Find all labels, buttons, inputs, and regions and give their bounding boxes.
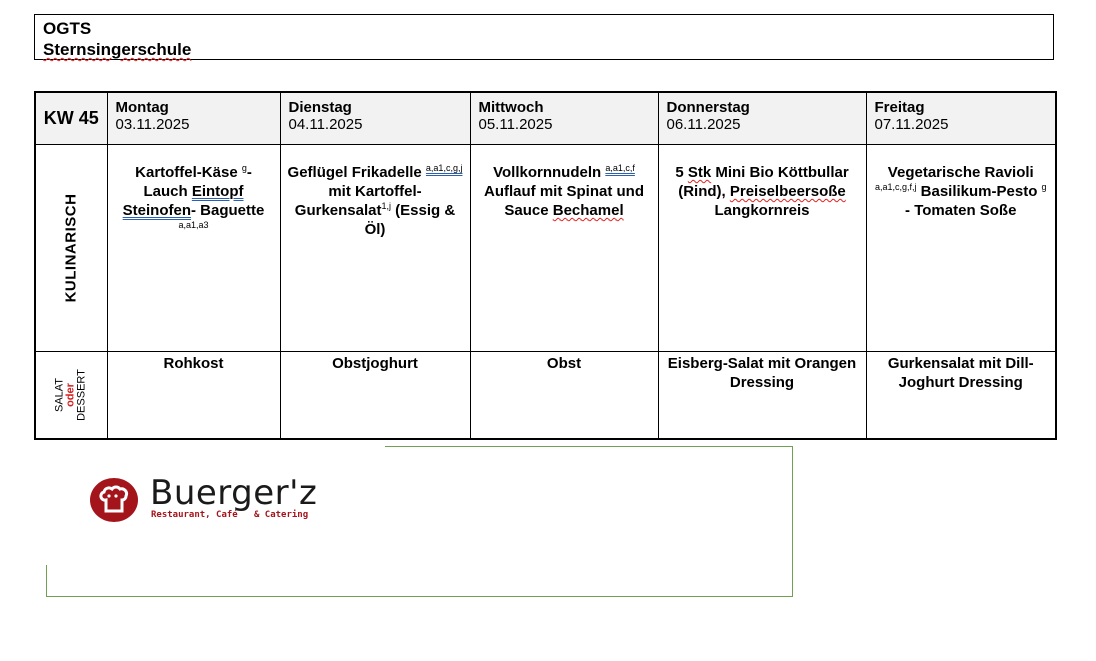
dish-monday: Kartoffel-Käse g-Lauch Eintopf Steinofen…: [106, 144, 281, 352]
school-header: OGTS Sternsingerschule: [34, 14, 1054, 60]
header-line-ogts: OGTS: [43, 19, 92, 38]
logo-wordmark: Buerger'z: [150, 473, 318, 513]
chef-hat-icon: [90, 478, 138, 522]
frame-line-right: [792, 446, 793, 597]
side-thursday: Eisberg-Salat mit Orangen Dressing: [657, 351, 867, 440]
side-tuesday: Obstjoghurt: [279, 351, 471, 440]
row-label-salat-oder-dessert: SALAT oder DESSERT: [34, 351, 108, 440]
dish-tuesday: Geflügel Frikadelle a,a1,c,g,j mit Karto…: [279, 144, 471, 352]
logo-tagline: Restaurant, Café & Catering: [151, 510, 309, 520]
side-dish-row: SALAT oder DESSERT Rohkost Obstjoghurt O…: [34, 351, 1057, 440]
frame-line-top: [385, 446, 793, 447]
dish-friday: Vegetarische Ravioli a,a1,c,g,f,j Basili…: [865, 144, 1057, 352]
side-friday: Gurkensalat mit Dill-Joghurt Dressing: [865, 351, 1057, 440]
dish-thursday: 5 Stk Mini Bio Köttbullar (Rind), Preise…: [657, 144, 867, 352]
side-wednesday: Obst: [469, 351, 659, 440]
day-header-tuesday: Dienstag 04.11.2025: [279, 91, 471, 145]
day-header-wednesday: Mittwoch 05.11.2025: [469, 91, 659, 145]
side-monday: Rohkost: [106, 351, 281, 440]
frame-line-bottom: [46, 596, 793, 597]
week-number: KW 45: [34, 91, 108, 145]
day-header-monday: Montag 03.11.2025: [106, 91, 281, 145]
allergen-codes: a,a1,a3: [178, 220, 209, 230]
frame-line-left: [46, 565, 47, 597]
day-header-row: KW 45 Montag 03.11.2025 Dienstag 04.11.2…: [34, 91, 1057, 145]
weekly-menu-table: KW 45 Montag 03.11.2025 Dienstag 04.11.2…: [34, 91, 1057, 440]
header-line-school: Sternsingerschule: [43, 40, 192, 59]
day-header-friday: Freitag 07.11.2025: [865, 91, 1057, 145]
day-header-thursday: Donnerstag 06.11.2025: [657, 91, 867, 145]
main-dish-row: KULINARISCH Kartoffel-Käse g-Lauch Einto…: [34, 144, 1057, 352]
dish-wednesday: Vollkornnudeln a,a1,c,f Auflauf mit Spin…: [469, 144, 659, 352]
buergerz-logo: Buerger'z Restaurant, Café & Catering: [90, 473, 340, 526]
row-label-kulinarisch: KULINARISCH: [34, 144, 108, 352]
